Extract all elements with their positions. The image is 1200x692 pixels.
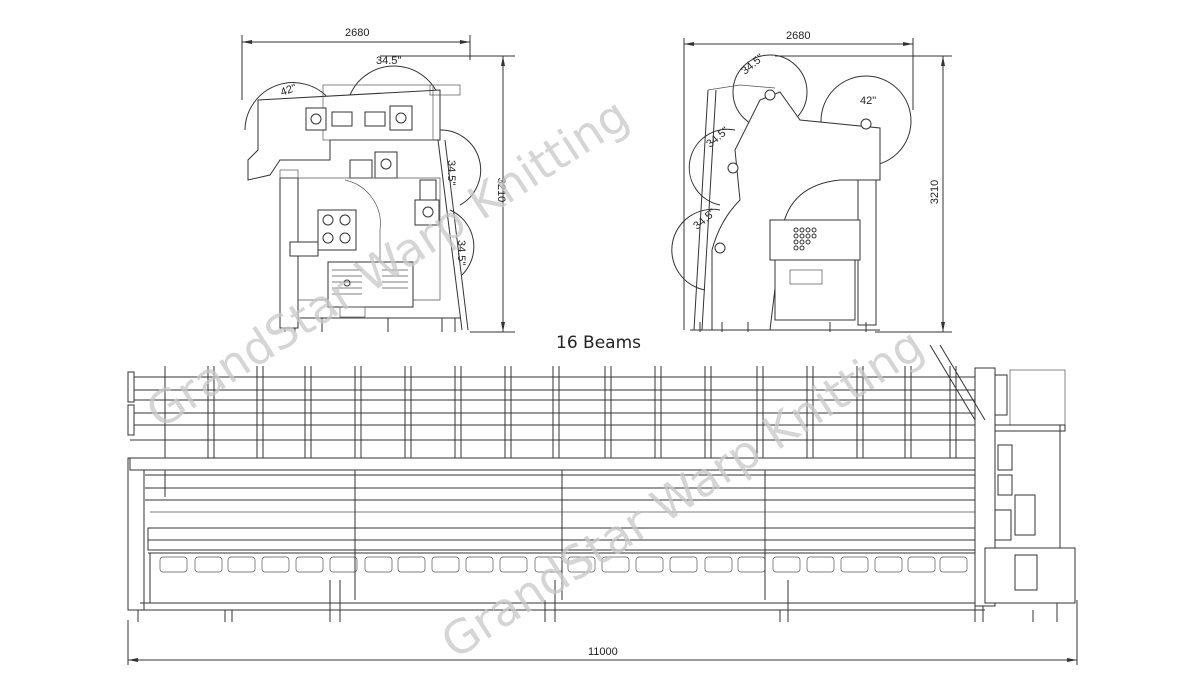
right-height-dimension: 3210 xyxy=(929,180,941,204)
front-view: 11000 xyxy=(127,344,1078,665)
front-length-dimension: 11000 xyxy=(588,646,618,658)
left-side-view: 2680 3210 42" 34.5" 34.5" 34.5" xyxy=(241,27,515,333)
beam-label: 42" xyxy=(279,82,298,99)
beam-label: 42" xyxy=(860,95,876,107)
front-panels xyxy=(159,556,968,573)
left-height-dimension: 3210 xyxy=(495,178,507,202)
left-width-dimension: 2680 xyxy=(345,27,369,39)
right-side-view: 2680 3210 34.5" 42" 34.5" 34.5" xyxy=(671,30,952,333)
drawing-title: 16 Beams xyxy=(556,333,641,353)
beam-label: 34.5" xyxy=(445,160,457,185)
beam-label: 34.5" xyxy=(376,55,401,67)
beam-label: 34.5" xyxy=(691,207,718,233)
beam-label: 34.5" xyxy=(704,125,731,151)
right-width-dimension: 2680 xyxy=(786,30,810,42)
watermark-text: GrandStar Warp Knitting xyxy=(432,317,933,669)
